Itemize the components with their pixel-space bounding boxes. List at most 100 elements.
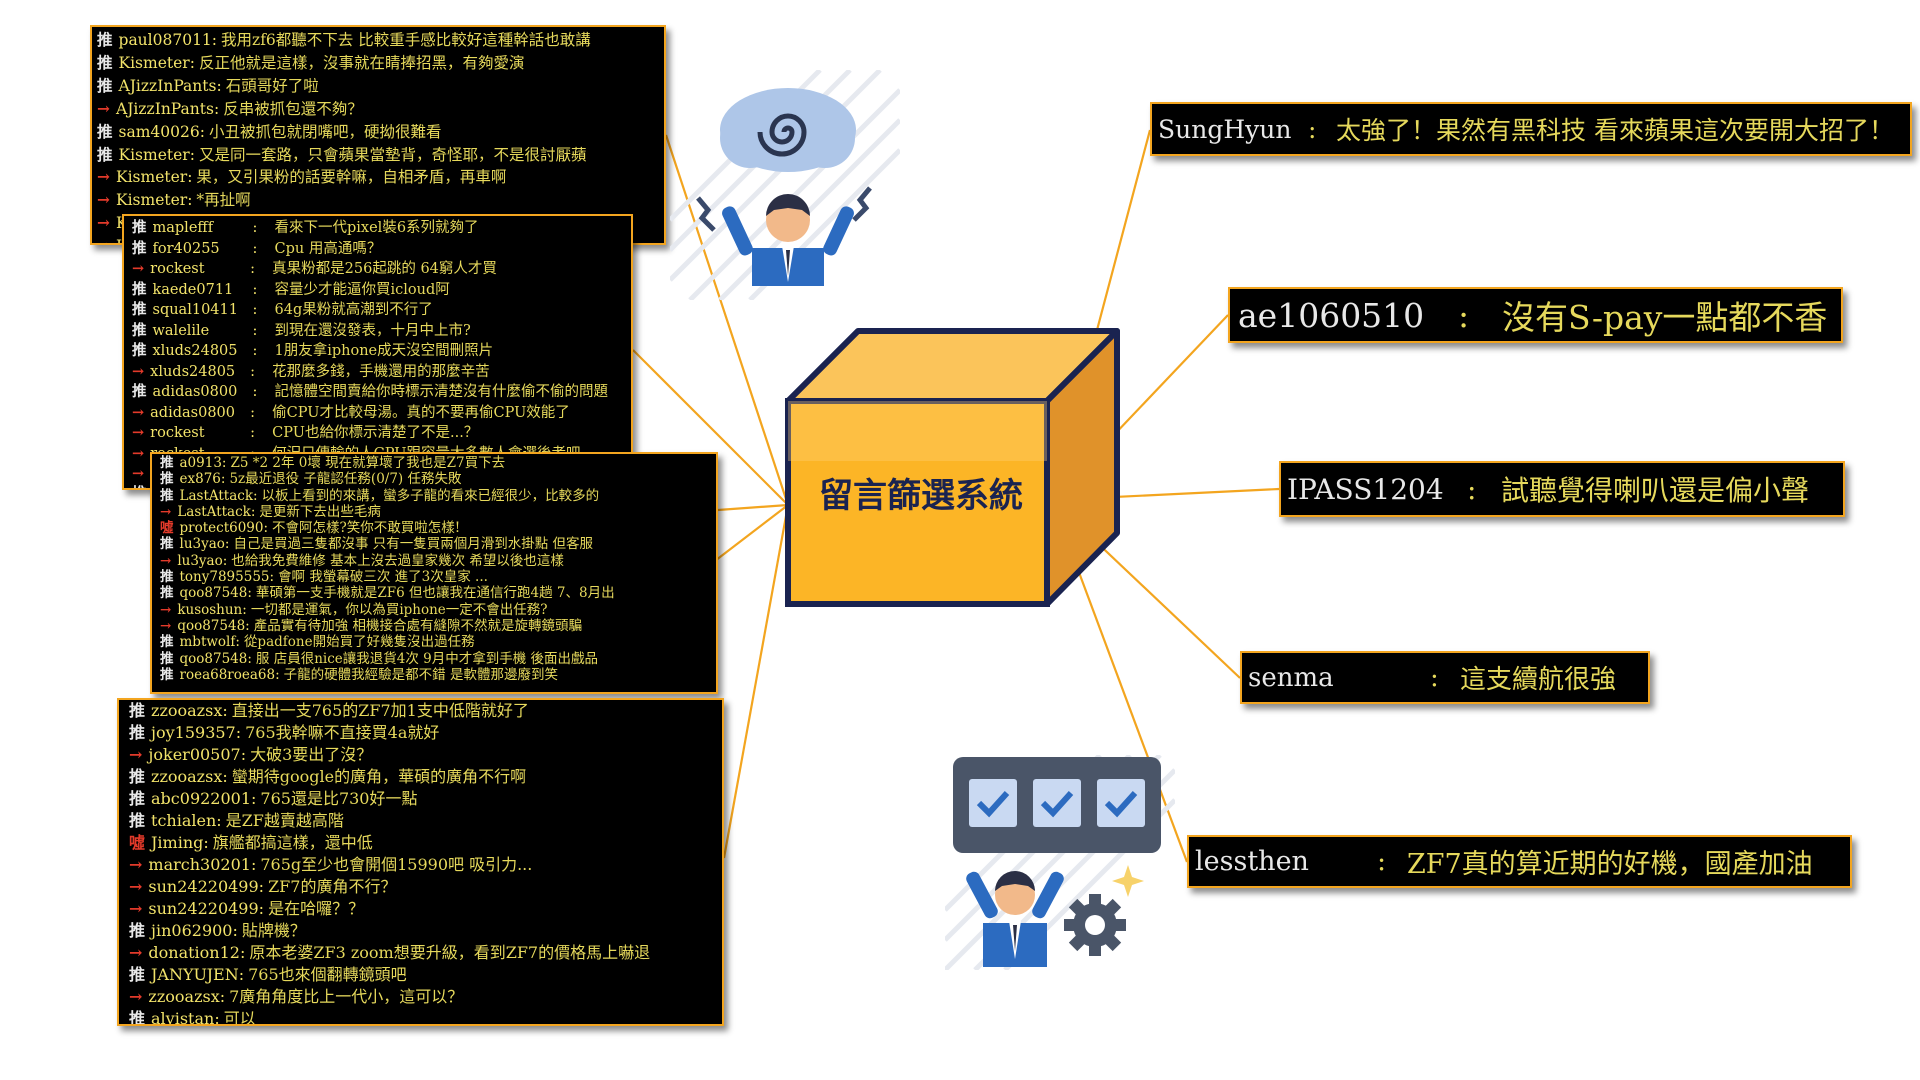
connector-panel3b xyxy=(717,503,789,512)
comment-separator: : xyxy=(250,404,256,421)
comment-separator: : xyxy=(235,634,240,651)
comment-tag: → xyxy=(160,552,172,569)
comment-tag: → xyxy=(160,601,172,618)
comment-message: 64g果粉就高潮到不行了 xyxy=(274,302,433,318)
comment-row: →adidas0800:偷CPU才比較母湯。真的不要再偷CPU效能了 xyxy=(132,403,623,424)
comment-user: xluds24805 xyxy=(152,343,238,359)
comment-message: 反串被抓包還不夠？ xyxy=(223,99,363,118)
result-separator: : xyxy=(1458,295,1470,335)
comment-user: kusoshun xyxy=(177,601,243,618)
comment-user: abc0922001 xyxy=(151,789,252,808)
comment-message: 反正他就是這樣，沒事就在睛捧招黑，有夠愛演 xyxy=(198,53,525,72)
comment-tag: 推 xyxy=(129,701,146,720)
comment-tag: → xyxy=(132,444,145,462)
result-box-3: IPASS1204 : 試聽覺得喇叭還是偏小聲 xyxy=(1279,461,1845,517)
comment-separator: : xyxy=(247,650,252,667)
comment-message: 是ZF越賣越高階 xyxy=(225,811,344,830)
comment-tag: 推 xyxy=(97,121,113,141)
comment-message: 小丑被抓包就閉嘴吧，硬拗很難看 xyxy=(208,122,442,141)
result-separator: : xyxy=(1308,114,1317,144)
result-separator: : xyxy=(1467,472,1477,506)
comment-row: →Kismeter:*再扯啊 xyxy=(97,189,659,212)
comment-row: →march30201:765g至少也會開個15990吧 吸引力... xyxy=(129,854,712,876)
comment-separator: : xyxy=(258,877,265,896)
comment-tag: → xyxy=(132,403,145,421)
comment-separator: : xyxy=(232,921,238,940)
result-separator: : xyxy=(1377,846,1387,877)
comment-user: sun24220499 xyxy=(148,899,259,918)
comment-separator: : xyxy=(222,767,228,786)
comment-message: 自己是買過三隻都沒事 只有一隻買兩個月滑到水掛點 但客服 xyxy=(233,536,594,553)
comment-message: 765我幹嘛不直接買4a就好 xyxy=(245,723,440,742)
comment-tag: 推 xyxy=(132,342,147,359)
comment-user: rockest xyxy=(150,425,205,441)
filter-system-label: 留言篩選系統 xyxy=(819,476,1023,516)
comment-tag: 推 xyxy=(132,219,147,236)
comment-message: ZF7的廣角不行？ xyxy=(268,877,397,896)
comment-user: JANYUJEN xyxy=(151,965,239,984)
comment-tag: 推 xyxy=(132,239,147,257)
connector-panel1 xyxy=(664,134,790,506)
comment-user: qoo87548 xyxy=(179,650,248,667)
comment-tag: → xyxy=(129,855,143,874)
comment-message: 以板上看到的來講，蠻多子龍的看來已經很少，比較多的 xyxy=(261,487,600,504)
comment-message: CPU也給你標示清楚了不是...？ xyxy=(272,425,479,441)
comment-tag: 推 xyxy=(97,30,113,49)
comment-separator: : xyxy=(252,220,258,236)
connector-panel2 xyxy=(632,349,789,506)
comment-tag: → xyxy=(129,943,143,962)
comment-row: →AJizzInPants:反串被抓包還不夠？ xyxy=(97,98,659,121)
comment-separator: : xyxy=(216,811,222,830)
cube-front-face xyxy=(785,398,1050,607)
comment-message: 貼牌機？ xyxy=(241,921,306,940)
comment-separator: : xyxy=(216,76,222,95)
comment-tag: 推 xyxy=(160,585,174,602)
comment-user: zzooazsx xyxy=(151,767,223,786)
comment-message: 765還是比730好一點 xyxy=(260,789,418,808)
comment-separator: : xyxy=(250,425,256,441)
comment-row: →sun24220499:ZF7的廣角不行？ xyxy=(129,876,712,898)
comment-user: lu3yao xyxy=(179,536,225,553)
comment-tag: 推 xyxy=(129,767,146,786)
comment-message: *再扯啊 xyxy=(196,191,251,210)
comment-separator: : xyxy=(269,569,275,586)
comment-separator: : xyxy=(252,240,258,257)
comment-separator: : xyxy=(252,281,258,298)
comment-tag: → xyxy=(97,213,110,233)
comment-tag: 推 xyxy=(129,811,146,830)
comment-tag: 推 xyxy=(160,487,174,504)
comment-message: 從padfone開始買了好幾隻沒出過任務 xyxy=(243,634,475,651)
comment-tag: 推 xyxy=(160,536,174,553)
comment-message: 我用zf6都聽不下去 比較重手感比較好這種幹話也敢講 xyxy=(221,31,591,49)
comment-message: 到現在還沒發表，十月中上市? xyxy=(274,322,471,339)
comment-user: maplefff xyxy=(152,220,214,236)
comment-separator: : xyxy=(221,455,227,471)
comment-separator: : xyxy=(222,701,228,720)
comment-user: march30201 xyxy=(148,855,251,874)
comment-row: →sun24220499:是在哈囉？？ xyxy=(129,898,712,920)
comment-message: 1朋友拿iphone成天沒空間刪照片 xyxy=(274,343,494,359)
comment-user: ex876 xyxy=(179,471,221,488)
comment-separator: : xyxy=(213,99,220,118)
comment-user: jin062900 xyxy=(151,921,233,940)
comment-separator: : xyxy=(240,745,247,764)
comment-separator: : xyxy=(242,601,247,618)
comment-row: →joker00507:大破3要出了沒？ xyxy=(129,744,712,766)
comment-user: for40255 xyxy=(152,240,220,257)
comment-user: tony7895555 xyxy=(179,569,270,586)
comment-tag: 推 xyxy=(160,634,174,651)
comment-separator: : xyxy=(211,31,218,49)
